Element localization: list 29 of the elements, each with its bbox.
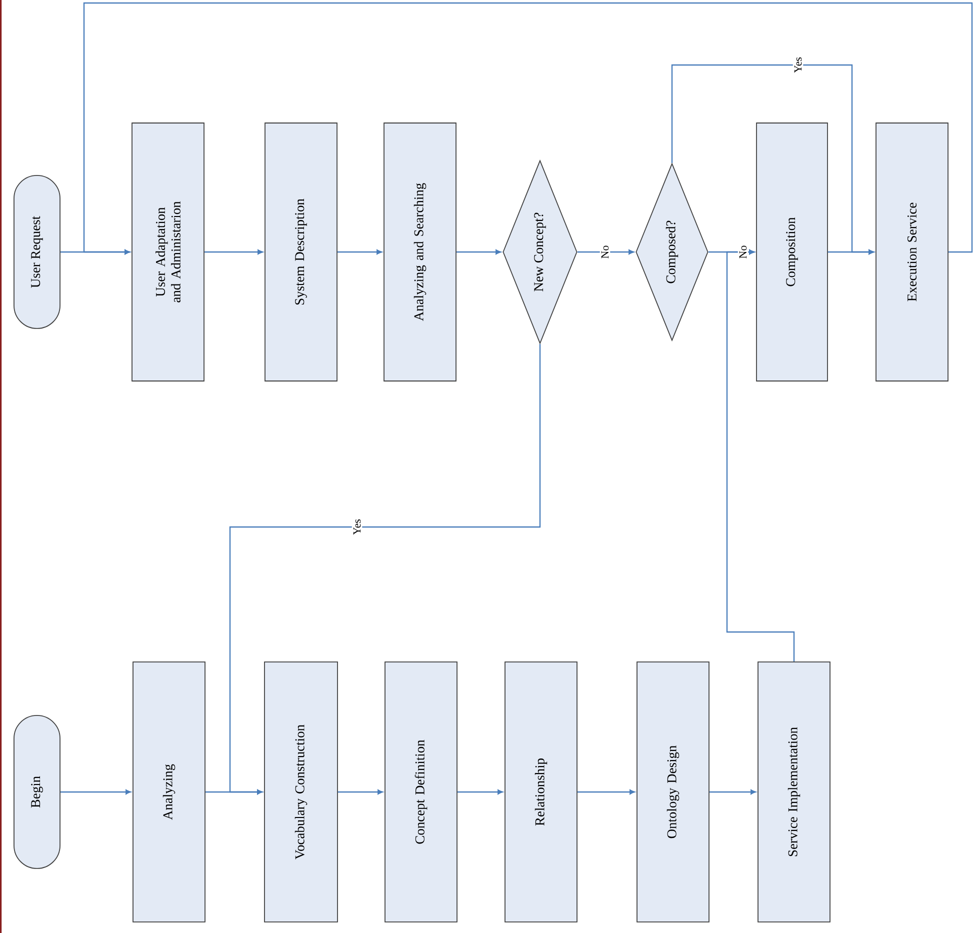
process-box: Composition bbox=[756, 122, 828, 382]
process-box: Service Implementation bbox=[758, 662, 830, 922]
process-box: Vocabulary Construction bbox=[264, 662, 338, 922]
edge-label: Yes bbox=[792, 56, 804, 74]
arrow bbox=[204, 250, 263, 254]
arrow bbox=[709, 790, 756, 794]
edge-label: No bbox=[738, 244, 748, 260]
process-box: Relationship bbox=[504, 662, 578, 922]
arrow bbox=[457, 790, 503, 794]
arrow bbox=[726, 250, 795, 662]
edge-label: Yes bbox=[352, 518, 362, 536]
process-box: User Adaptation and Administarion bbox=[132, 122, 204, 382]
process-box: Concept Definition bbox=[384, 662, 458, 922]
arrow bbox=[205, 790, 262, 794]
process-box: Execution Service bbox=[876, 122, 948, 382]
process-box: Analyzing bbox=[132, 662, 206, 922]
arrow bbox=[338, 790, 383, 794]
arrow bbox=[337, 250, 382, 254]
process-box: Ontology Design bbox=[636, 662, 710, 922]
process-box: Analyzing and Searching bbox=[384, 122, 456, 382]
arrow bbox=[577, 790, 635, 794]
arrow bbox=[671, 64, 874, 254]
arrow bbox=[456, 250, 501, 254]
arrow bbox=[577, 250, 634, 254]
arrow bbox=[60, 790, 131, 794]
process-box: System Description bbox=[264, 122, 338, 382]
arrow bbox=[229, 344, 541, 794]
edge-label: No bbox=[600, 244, 610, 260]
arrow bbox=[83, 2, 973, 254]
